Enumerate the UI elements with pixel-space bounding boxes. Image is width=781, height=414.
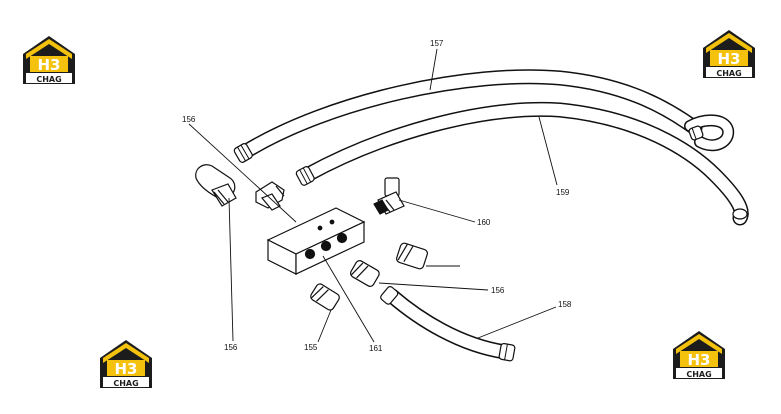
callout-159: 159 (556, 188, 570, 197)
logo-bottom-text: CHAG (36, 75, 61, 84)
watermark-logo-bottom-left: H3 CHAG (100, 340, 152, 388)
elbow-fitting-160 (373, 177, 405, 215)
logo-top-text: H3 (115, 360, 138, 378)
hose-159-end (732, 208, 748, 220)
logo-bottom-text: CHAG (686, 370, 711, 379)
callout-157: 157 (430, 39, 444, 48)
leader-159 (538, 116, 558, 186)
hose-157-right-fitting (688, 125, 704, 141)
logo-bottom-text: CHAG (716, 69, 741, 78)
hose-158 (380, 285, 516, 362)
watermark-logo-top-left: H3 CHAG (23, 36, 75, 84)
hose-157 (233, 69, 735, 163)
logo-top-text: H3 (38, 56, 61, 74)
watermark-logo-bottom-right: H3 CHAG (673, 331, 725, 379)
straight-fitting-156-right (349, 260, 380, 287)
leader-161 (322, 255, 375, 343)
watermark-logo-top-right: H3 CHAG (703, 30, 755, 78)
manifold-block-161 (266, 207, 366, 275)
callout-160: 160 (477, 218, 491, 227)
hose-159 (295, 101, 749, 226)
leader-156-right (378, 282, 489, 291)
straight-fitting-right-upper (396, 242, 428, 270)
callout-156-bottom: 156 (224, 343, 238, 352)
leader-lines (188, 48, 558, 343)
logo-top-text: H3 (688, 351, 711, 369)
callout-158: 158 (558, 300, 572, 309)
leader-156-bottom (228, 197, 234, 342)
logo-bottom-text: CHAG (113, 379, 138, 388)
callout-155: 155 (304, 343, 318, 352)
callout-156-right: 156 (491, 286, 505, 295)
hose-158-fitting-bottom (498, 342, 516, 362)
hose-159-fitting (295, 166, 315, 186)
callout-156-top: 156 (182, 115, 196, 124)
leader-158 (477, 306, 557, 339)
elbow-fitting-156-left (195, 164, 237, 207)
callout-161: 161 (369, 344, 383, 353)
leader-157 (429, 48, 438, 91)
hose-157-fitting (233, 143, 253, 163)
elbow-fitting-middle (255, 181, 285, 211)
leader-156-top (188, 123, 297, 223)
straight-fitting-155 (310, 283, 340, 311)
leader-155 (317, 309, 332, 343)
hose-158-fitting-top (380, 285, 399, 305)
leader-160 (398, 199, 476, 223)
logo-top-text: H3 (718, 50, 741, 68)
